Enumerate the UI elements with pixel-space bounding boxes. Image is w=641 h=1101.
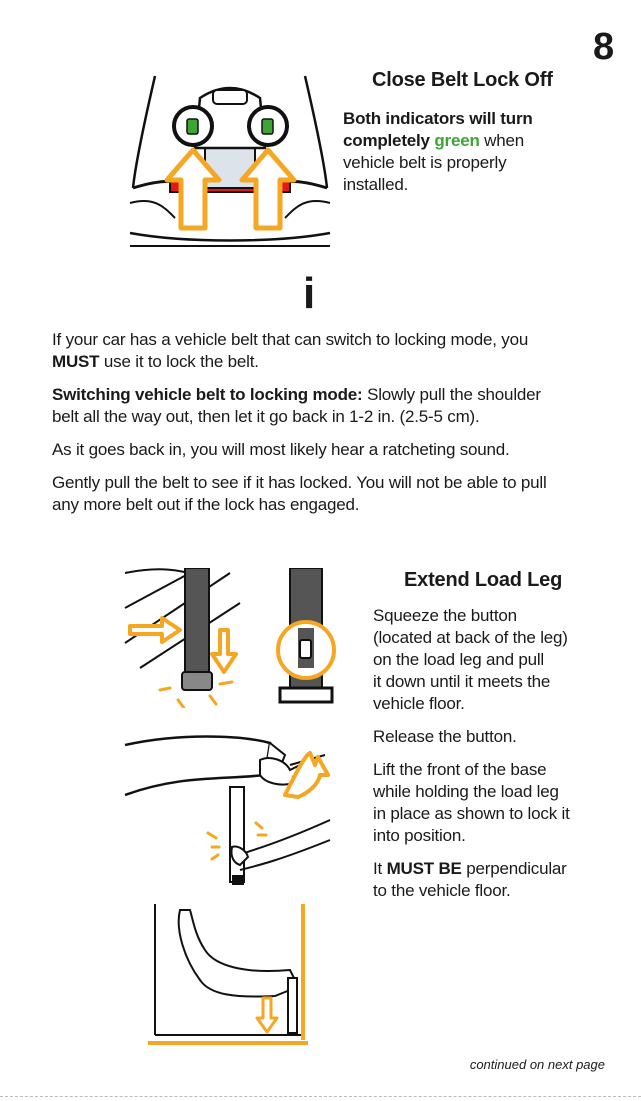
load-leg-step-3: Lift the front of the base while holding… (373, 759, 613, 847)
load-leg-heading: Extend Load Leg (404, 569, 563, 591)
switching-label: Switching vehicle belt to locking mode: (52, 385, 363, 404)
step3-line1: Lift the front of the base (373, 760, 547, 779)
info-p2-line2: belt all the way out, then let it go bac… (52, 407, 480, 426)
load-leg-pull-illustration (124, 568, 241, 708)
step3-line3: in place as shown to lock it (373, 804, 570, 823)
page-bottom-rule (0, 1096, 641, 1097)
step4-rest: perpendicular (466, 859, 567, 878)
base-perpendicular-illustration (148, 904, 308, 1045)
load-leg-button-illustration (276, 568, 336, 704)
step1-line2: (located at back of the leg) (373, 628, 568, 647)
must-word: MUST (52, 352, 100, 371)
close-belt-line4: installed. (343, 175, 409, 194)
step4-it: It (373, 859, 383, 878)
info-block: If your car has a vehicle belt that can … (52, 329, 612, 527)
belt-lock-off-illustration (129, 75, 331, 247)
load-leg-step-4: It MUST BE perpendicular to the vehicle … (373, 858, 613, 902)
info-p4-line1: Gently pull the belt to see if it has lo… (52, 473, 547, 492)
lift-base-illustration (124, 735, 331, 885)
info-icon: i (303, 269, 316, 318)
close-belt-heading: Close Belt Lock Off (372, 69, 553, 91)
arrow-up-left (164, 147, 222, 231)
close-belt-text: Both indicators will turn completely gre… (343, 108, 593, 196)
close-belt-line1: Both indicators will turn (343, 109, 533, 128)
info-para-2: Switching vehicle belt to locking mode: … (52, 384, 612, 428)
info-p2-rest: Slowly pull the shoulder (367, 385, 541, 404)
step1-line1: Squeeze the button (373, 606, 517, 625)
step3-line4: into position. (373, 826, 466, 845)
must-be-word: MUST BE (386, 859, 462, 878)
step3-line2: while holding the load leg (373, 782, 559, 801)
close-belt-line3: vehicle belt is properly (343, 153, 507, 172)
step4-line2: to the vehicle floor. (373, 881, 511, 900)
info-para-4: Gently pull the belt to see if it has lo… (52, 472, 612, 516)
info-para-1: If your car has a vehicle belt that can … (52, 329, 612, 373)
close-belt-when: when (484, 131, 525, 150)
info-para-3: As it goes back in, you will most likely… (52, 440, 510, 459)
load-leg-step-1: Squeeze the button (located at back of t… (373, 605, 613, 715)
step1-line5: vehicle floor. (373, 694, 465, 713)
load-leg-step-2: Release the button. (373, 727, 517, 746)
info-p1-rest: use it to lock the belt. (103, 352, 259, 371)
continued-note: continued on next page (469, 1057, 605, 1072)
info-p4-line2: any more belt out if the lock has engage… (52, 495, 360, 514)
step1-line3: on the load leg and pull (373, 650, 545, 669)
load-leg-steps: Squeeze the button (located at back of t… (373, 605, 613, 913)
green-word: green (434, 131, 480, 150)
info-p1-line1: If your car has a vehicle belt that can … (52, 330, 529, 349)
page-number: 8 (593, 26, 615, 68)
step1-line4: it down until it meets the (373, 672, 551, 691)
close-belt-bold: completely (343, 131, 430, 150)
arrow-up-right (239, 147, 297, 231)
